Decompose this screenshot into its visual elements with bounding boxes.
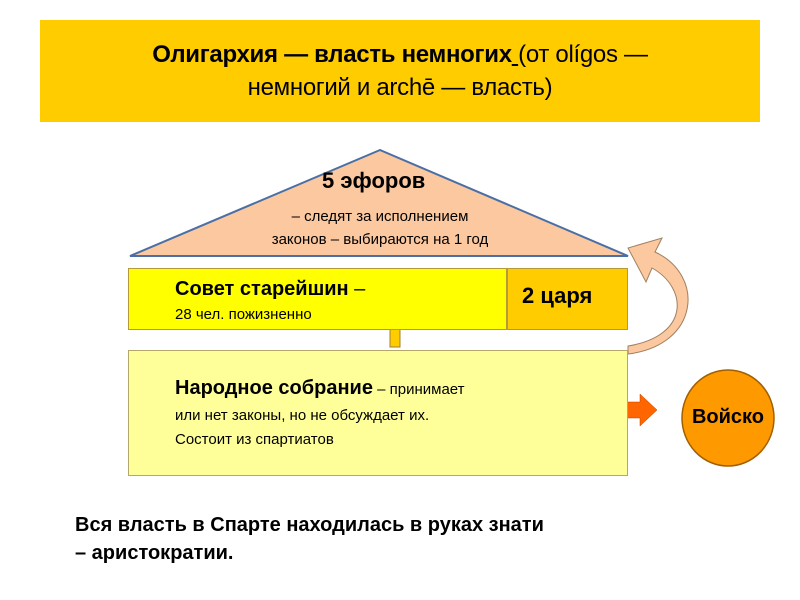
ephors-description: – следят за исполнением законов – выбира…	[260, 205, 500, 251]
title-bold: Олигархия — власть немногих	[152, 41, 512, 68]
kings-label: 2 царя	[522, 283, 593, 308]
kings-box: 2 царя	[507, 268, 628, 330]
council-box: Совет старейшин – 28 чел. пожизненно	[128, 268, 507, 330]
assembly-line3: Состоит из спартиатов	[175, 431, 334, 448]
council-heading: Совет старейшин	[175, 278, 349, 300]
assembly-line1: – принимает	[372, 381, 465, 398]
ephors-line1: – следят за исполнением	[291, 208, 469, 225]
title-line2: немногий и archē — власть)	[247, 74, 553, 101]
title-banner: Олигархия — власть немногих (от olígos —…	[40, 20, 760, 122]
ephors-roof	[129, 148, 629, 257]
assembly-heading: Народное собрание	[175, 377, 373, 399]
army-label: Войско	[691, 406, 765, 428]
curved-arrow	[627, 237, 689, 355]
council-detail: 28 чел. пожизненно	[175, 306, 312, 323]
conclusion-text: Вся власть в Спарте находилась в руках з…	[75, 511, 544, 567]
army-circle	[681, 369, 775, 467]
title-rest: (от olígos —	[518, 41, 648, 68]
ephors-line2: законов – выбираются на 1 год	[271, 231, 489, 248]
ephors-heading: 5 эфоров	[322, 168, 426, 193]
assembly-line2: или нет законы, но не обсуждает их.	[175, 407, 430, 424]
assembly-box: Народное собрание – принимает или нет за…	[128, 350, 628, 476]
council-dash: –	[348, 278, 366, 300]
conclusion-line2: – аристократии.	[75, 542, 234, 564]
conclusion-line1: Вся власть в Спарте находилась в руках з…	[75, 514, 544, 536]
